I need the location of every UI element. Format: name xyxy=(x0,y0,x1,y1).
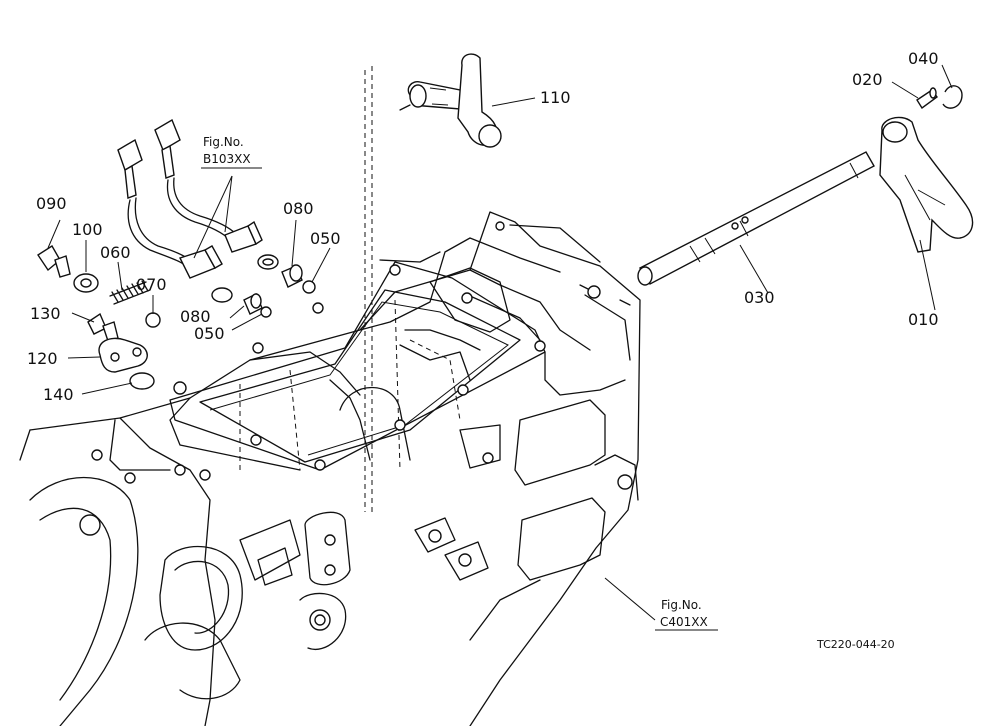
label-010: 010 xyxy=(908,310,939,329)
label-030: 030 xyxy=(744,288,775,307)
label-140: 140 xyxy=(43,385,74,404)
label-110: 110 xyxy=(540,88,571,107)
label-130: 130 xyxy=(30,304,61,323)
part-120-plate xyxy=(98,337,148,373)
fig-ref-b103: Fig.No. B103XX xyxy=(201,135,262,169)
fig-ref-b103-code: B103XX xyxy=(203,152,251,166)
label-080-lower: 080 xyxy=(180,307,211,326)
part-040-clip xyxy=(942,85,963,109)
fig-ref-c401-code: C401XX xyxy=(660,615,708,629)
part-060-spring xyxy=(109,280,151,305)
part-110-arm xyxy=(399,53,502,148)
label-120: 120 xyxy=(27,349,58,368)
fig-ref-c401: Fig.No. C401XX xyxy=(655,598,718,631)
label-050-upper: 050 xyxy=(310,229,341,248)
part-010-shift-fork xyxy=(879,116,974,253)
label-040: 040 xyxy=(908,49,939,68)
label-050-lower: 050 xyxy=(194,324,225,343)
leader-lines xyxy=(47,64,953,621)
label-070: 070 xyxy=(136,275,167,294)
transmission-case xyxy=(19,66,641,726)
fig-ref-b103-title: Fig.No. xyxy=(203,135,244,149)
part-100-washer xyxy=(73,273,99,293)
label-100: 100 xyxy=(72,220,103,239)
part-140-o-ring xyxy=(129,372,155,390)
part-080-bushing-lower xyxy=(243,293,263,315)
part-050-ball-upper xyxy=(302,280,316,294)
part-020-pin xyxy=(916,87,938,110)
part-050-ball-lower xyxy=(260,306,272,318)
fig-ref-c401-title: Fig.No. xyxy=(661,598,702,612)
label-080-upper: 080 xyxy=(283,199,314,218)
part-030-shift-rod xyxy=(637,151,875,286)
part-130-bolt xyxy=(87,312,119,342)
drawing-code: TC220-044-20 xyxy=(816,638,895,651)
label-020: 020 xyxy=(852,70,883,89)
part-070-ball xyxy=(145,312,161,328)
part-labels: 110 040 020 030 010 090 100 060 070 080 … xyxy=(27,49,939,404)
b103-sensor-harness xyxy=(117,118,279,303)
label-060: 060 xyxy=(100,243,131,262)
part-080-bushing-upper xyxy=(281,264,303,288)
label-090: 090 xyxy=(36,194,67,213)
part-090-plug xyxy=(37,245,71,278)
